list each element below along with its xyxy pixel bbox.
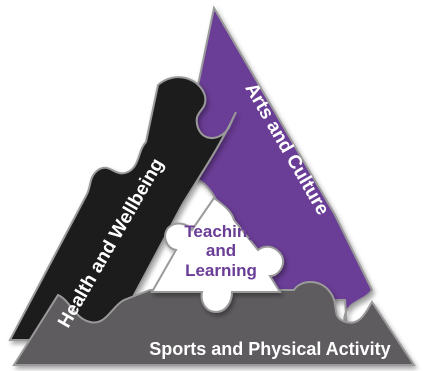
center-label-line-2: and xyxy=(206,241,236,260)
center-label-line-3: Learning xyxy=(185,261,257,280)
sports-and-physical-activity-label: Sports and Physical Activity xyxy=(149,339,390,359)
teaching-and-learning-piece xyxy=(150,196,284,314)
sports-and-physical-activity-piece xyxy=(12,281,416,366)
center-label: Teaching and Learning xyxy=(184,222,257,280)
center-label-line-1: Teaching xyxy=(184,222,257,241)
health-and-wellbeing-piece xyxy=(8,76,237,341)
